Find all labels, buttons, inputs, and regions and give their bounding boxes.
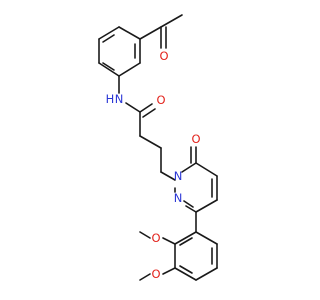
bond <box>125 102 141 113</box>
bond <box>98 62 120 77</box>
bond <box>185 205 197 213</box>
bond-inner <box>102 34 115 43</box>
methoxy-oxygen-2-label: O <box>151 267 160 281</box>
bond <box>174 267 197 281</box>
bond <box>174 231 197 245</box>
bond <box>160 171 176 181</box>
amide-hydrogen-label: H <box>106 92 115 106</box>
bond <box>183 200 194 208</box>
bond <box>162 237 176 245</box>
ring-oxygen-label: O <box>191 132 200 146</box>
bonds <box>98 14 218 281</box>
bond-inner <box>179 265 193 274</box>
methoxy-oxygen-1-label: O <box>151 231 160 245</box>
chemical-structure-diagram: O H N O O N N O O <box>98 14 218 281</box>
bond <box>139 135 162 149</box>
bond <box>195 231 218 245</box>
bond <box>142 108 156 118</box>
bond <box>162 267 176 275</box>
bond <box>195 162 218 177</box>
bond <box>195 199 218 213</box>
bond <box>139 231 151 239</box>
bond <box>139 26 162 40</box>
bond <box>139 103 153 113</box>
bond-inner <box>179 237 193 246</box>
bond <box>139 273 151 281</box>
ketone-oxygen-label: O <box>159 49 168 63</box>
amide-nitrogen-label: N <box>115 92 124 106</box>
bond <box>195 267 218 281</box>
bond <box>181 162 197 173</box>
amide-oxygen-label: O <box>156 93 165 107</box>
ring-nitrogen-2-label: N <box>174 191 183 205</box>
bond <box>160 14 183 28</box>
bond <box>118 26 141 40</box>
bond <box>98 26 120 40</box>
atom-labels: O H N O O N N O O <box>106 49 201 281</box>
bond-inner <box>102 62 115 71</box>
ring-nitrogen-1-label: N <box>174 169 183 183</box>
bond <box>118 62 141 77</box>
